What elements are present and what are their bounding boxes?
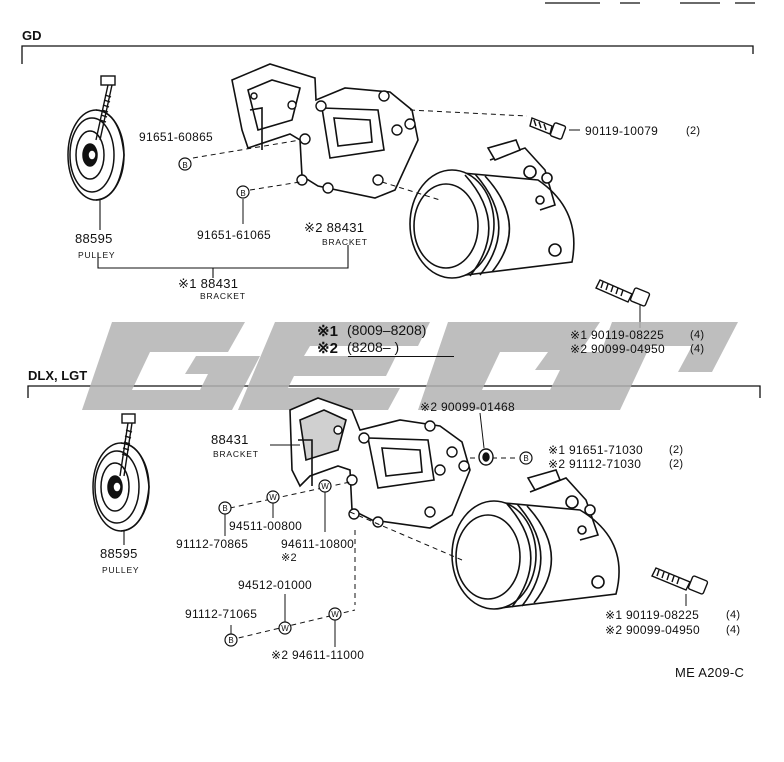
dlx-pulley-part-number: 88595 bbox=[100, 546, 138, 561]
svg-text:B: B bbox=[240, 189, 245, 198]
dlx-bolt-b2-qty: (4) bbox=[726, 624, 741, 636]
gd-top-bolt bbox=[529, 117, 567, 140]
dlx-washer-c-part-number: 94512-01000 bbox=[238, 578, 313, 592]
gd-bracket1-part-number: ※1 88431 bbox=[178, 276, 239, 291]
dlx-bolt-b1-part-number: ※1 90119-08225 bbox=[605, 608, 700, 622]
dlx-pulley-part-name: PULLEY bbox=[102, 565, 140, 575]
gd-right-bolt1-part-number: ※1 90119-08225 bbox=[570, 328, 665, 342]
gd-top-bolt-qty: (2) bbox=[686, 125, 701, 137]
gd-bracket2-part-name: BRACKET bbox=[322, 237, 368, 247]
gd-bolt-a-part-number: 91651-60865 bbox=[139, 130, 214, 144]
dlx-bolt-b2-part-number: ※2 90099-04950 bbox=[605, 623, 700, 637]
dlx-pulley-bolt bbox=[119, 413, 136, 477]
gd-section-frame bbox=[21, 45, 754, 64]
dlx-pulley bbox=[92, 442, 150, 532]
dlx-bolt-d-part-number: 91112-71065 bbox=[185, 607, 258, 621]
svg-text:W: W bbox=[331, 610, 339, 619]
legend-underline bbox=[348, 356, 454, 357]
dlx-washer-b-note: ※2 bbox=[281, 552, 297, 564]
dlx-bracket-holes bbox=[333, 420, 470, 528]
gd-compressor bbox=[409, 139, 575, 279]
svg-text:B: B bbox=[523, 454, 528, 463]
gd-leader-lines bbox=[192, 109, 528, 201]
dlx-bolt-r2-part-number: ※2 91112-71030 bbox=[548, 457, 642, 471]
dlx-bolt-c-part-number: 91112-70865 bbox=[176, 537, 249, 551]
svg-text:B: B bbox=[222, 504, 227, 513]
dlx-nut bbox=[478, 448, 494, 466]
gd-bolt-b-marker-2 bbox=[236, 185, 250, 199]
dlx-compressor bbox=[451, 469, 620, 610]
dlx-bolt-r1-qty: (2) bbox=[669, 444, 684, 456]
svg-text:W: W bbox=[281, 624, 289, 633]
illustration-code: ME A209-C bbox=[675, 665, 745, 680]
gd-right-bolt2-part-number: ※2 90099-04950 bbox=[570, 342, 665, 356]
svg-text:W: W bbox=[321, 482, 329, 491]
dlx-bolt-r1-part-number: ※1 91651-71030 bbox=[548, 443, 643, 457]
gd-bracket-holes bbox=[250, 90, 416, 194]
dlx-right-bolt bbox=[651, 567, 709, 595]
gd-pulley-part-name: PULLEY bbox=[78, 250, 116, 260]
legend-range-1: (8009–8208) bbox=[347, 322, 427, 338]
watermark bbox=[82, 322, 738, 410]
legend-range-2: (8208– ) bbox=[347, 339, 400, 355]
gd-bolt-b-part-number: 91651-61065 bbox=[197, 228, 272, 242]
dlx-bolt-b-marker-3 bbox=[519, 451, 533, 465]
svg-text:W: W bbox=[269, 493, 277, 502]
dlx-nut-part-number: ※2 90099-01468 bbox=[420, 400, 515, 414]
gd-bracket bbox=[231, 63, 419, 199]
dlx-section-frame bbox=[27, 385, 761, 398]
gd-right-bolt bbox=[595, 279, 651, 307]
gd-right-bolt2-qty: (4) bbox=[690, 343, 705, 355]
dlx-bolt-b1-qty: (4) bbox=[726, 609, 741, 621]
dlx-bracket bbox=[289, 397, 471, 529]
gd-pulley-part-number: 88595 bbox=[75, 231, 113, 246]
section-label-gd: GD bbox=[22, 28, 42, 43]
svg-text:B: B bbox=[228, 636, 233, 645]
gd-pulley bbox=[67, 109, 125, 201]
section-label-dlx: DLX, LGT bbox=[28, 368, 88, 383]
dlx-washer-d-part-number: ※2 94611-11000 bbox=[271, 648, 365, 662]
legend-mark-1: ※1 bbox=[317, 323, 338, 340]
dlx-washer-a-part-number: 94511-00800 bbox=[229, 519, 303, 533]
dlx-bracket-part-number: 88431 bbox=[211, 432, 249, 447]
svg-text:B: B bbox=[182, 161, 187, 170]
gd-top-bolt-part-number: 90119-10079 bbox=[585, 124, 659, 138]
dlx-bracket-part-name: BRACKET bbox=[213, 449, 259, 459]
dlx-washer-b-part-number: 94611-10800 bbox=[281, 537, 355, 551]
gd-bracket1-part-name: BRACKET bbox=[200, 291, 246, 301]
gd-pulley-bolt bbox=[95, 75, 116, 141]
gd-bolt-b-marker-1 bbox=[178, 157, 192, 171]
legend-mark-2: ※2 bbox=[317, 340, 338, 357]
dlx-bolt-r2-qty: (2) bbox=[669, 458, 684, 470]
gd-bracket2-part-number: ※2 88431 bbox=[304, 220, 365, 235]
gd-right-bolt1-qty: (4) bbox=[690, 329, 705, 341]
